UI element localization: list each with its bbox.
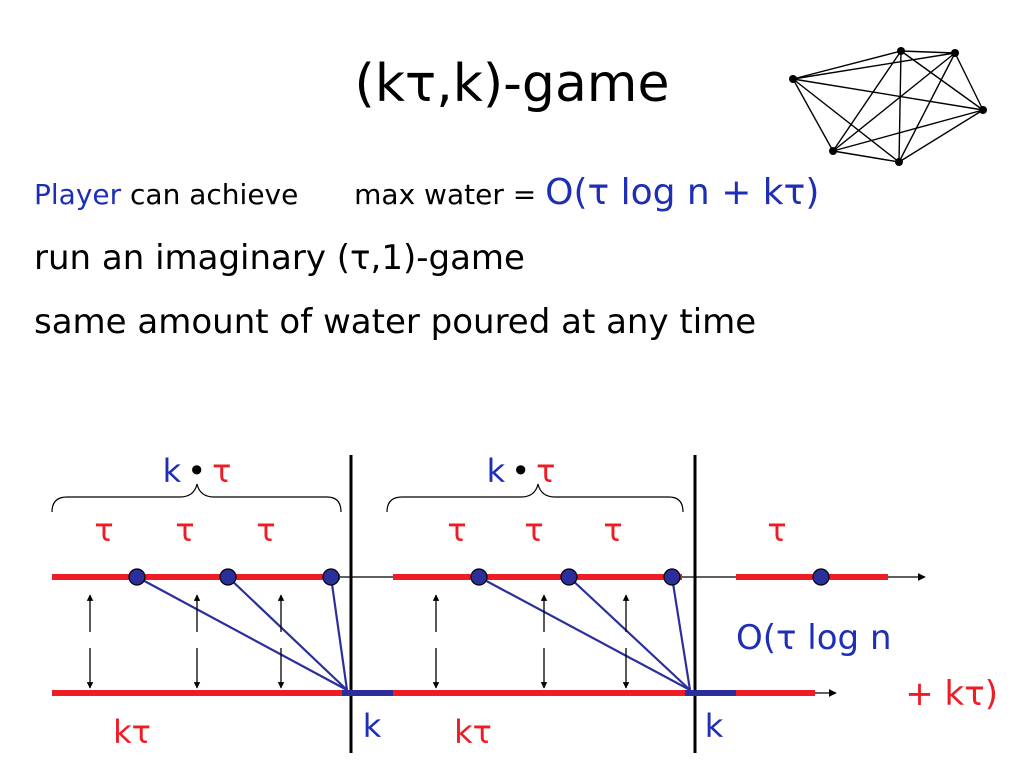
brace-tau-text: τ — [536, 452, 555, 490]
strategy-line: run an imaginary (τ,1)-game — [34, 238, 525, 278]
player-word: Player — [34, 178, 122, 211]
can-achieve-text: can achieve — [121, 178, 299, 211]
brace-dot-text: • — [187, 452, 206, 490]
invariant-line: same amount of water poured at any time — [34, 302, 757, 342]
tau-label: τ — [94, 511, 113, 549]
brace-dot-text: • — [511, 452, 530, 490]
tau-label: τ — [767, 511, 786, 549]
brace-tau-text: τ — [212, 452, 231, 490]
k-label: k — [363, 707, 382, 745]
tau-label: τ — [175, 511, 194, 549]
brace-k-text: k — [487, 452, 506, 490]
bound-line2-text: + kτ) — [905, 674, 998, 714]
tau-label: τ — [447, 511, 466, 549]
brace-label: k•τ — [487, 452, 556, 490]
bound-expression: O(τ log n + kτ) — [545, 172, 820, 213]
connector-lines — [136, 576, 692, 691]
brace-k-text: k — [163, 452, 182, 490]
bound-label-line2: + kτ) — [905, 674, 998, 714]
braces — [51, 483, 684, 513]
double-arrows — [86, 594, 630, 689]
max-water-text: max water = — [354, 178, 546, 211]
claim-line: Player can achieve max water = O(τ log n… — [34, 172, 819, 213]
tau-label: τ — [256, 511, 275, 549]
tau-label: τ — [603, 511, 622, 549]
brace-label: k•τ — [163, 452, 232, 490]
complete-graph-icon — [789, 47, 987, 166]
step-dots — [128, 568, 830, 586]
bound-label-line1: O(τ log n — [736, 618, 892, 658]
ktau-label: kτ — [454, 713, 492, 751]
k-label: k — [705, 707, 724, 745]
slide-title: (kτ,k)-game — [354, 54, 670, 114]
ktau-label: kτ — [113, 713, 151, 751]
tau-label: τ — [524, 511, 543, 549]
